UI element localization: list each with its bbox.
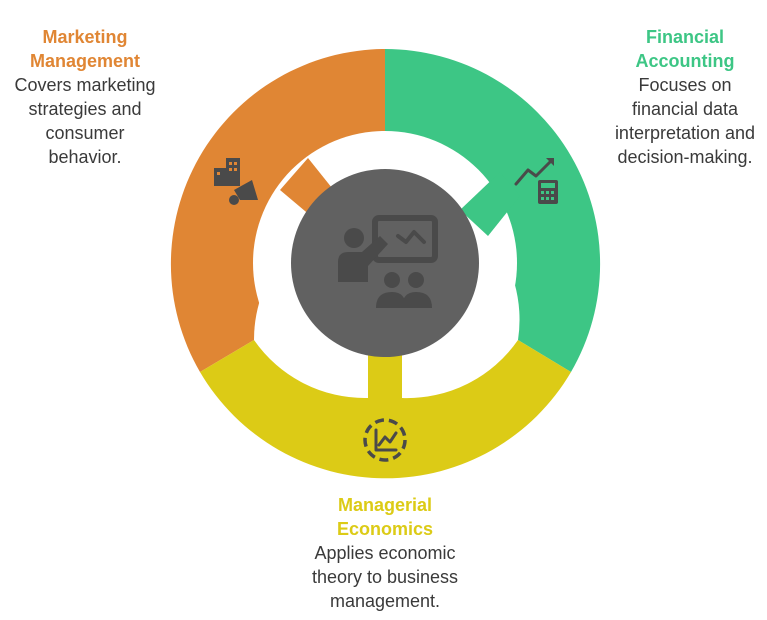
marketing-label: Marketing Management Covers marketing st… bbox=[0, 25, 170, 169]
financial-title-line: Accounting bbox=[635, 51, 735, 71]
economics-segment bbox=[200, 340, 571, 479]
economics-desc-line: management. bbox=[329, 591, 441, 611]
economics-description: Applies economic theory to business mana… bbox=[285, 541, 485, 613]
marketing-title: Marketing Management bbox=[0, 25, 170, 73]
building-megaphone-icon bbox=[214, 158, 258, 205]
marketing-title-line: Marketing bbox=[42, 27, 128, 47]
economics-title: Managerial Economics bbox=[285, 493, 485, 541]
economics-connector bbox=[368, 355, 402, 400]
economics-desc-line: Applies economic bbox=[314, 543, 456, 563]
financial-desc-line: interpretation and bbox=[614, 123, 756, 143]
economics-title-line: Managerial bbox=[337, 495, 433, 515]
marketing-desc-line: behavior. bbox=[48, 147, 122, 167]
financial-desc-line: Focuses on bbox=[638, 75, 732, 95]
financial-title-line: Financial bbox=[645, 27, 725, 47]
financial-description: Focuses on financial data interpretation… bbox=[600, 73, 767, 169]
marketing-desc-line: strategies and bbox=[28, 99, 142, 119]
trend-calculator-icon bbox=[514, 158, 558, 204]
presentation-audience-icon bbox=[338, 215, 438, 308]
financial-label: Financial Accounting Focuses on financia… bbox=[600, 25, 767, 169]
marketing-description: Covers marketing strategies and consumer… bbox=[0, 73, 170, 169]
financial-connector bbox=[460, 172, 520, 236]
marketing-desc-line: consumer bbox=[45, 123, 125, 143]
chart-dashed-circle-icon bbox=[363, 418, 407, 462]
marketing-desc-line: Covers marketing bbox=[14, 75, 156, 95]
financial-desc-line: decision-making. bbox=[617, 147, 753, 167]
financial-title: Financial Accounting bbox=[600, 25, 767, 73]
financial-desc-line: financial data bbox=[631, 99, 739, 119]
marketing-title-line: Management bbox=[29, 51, 141, 71]
economics-title-line: Economics bbox=[336, 519, 434, 539]
economics-label: Managerial Economics Applies economic th… bbox=[285, 493, 485, 613]
economics-desc-line: theory to business bbox=[311, 567, 459, 587]
